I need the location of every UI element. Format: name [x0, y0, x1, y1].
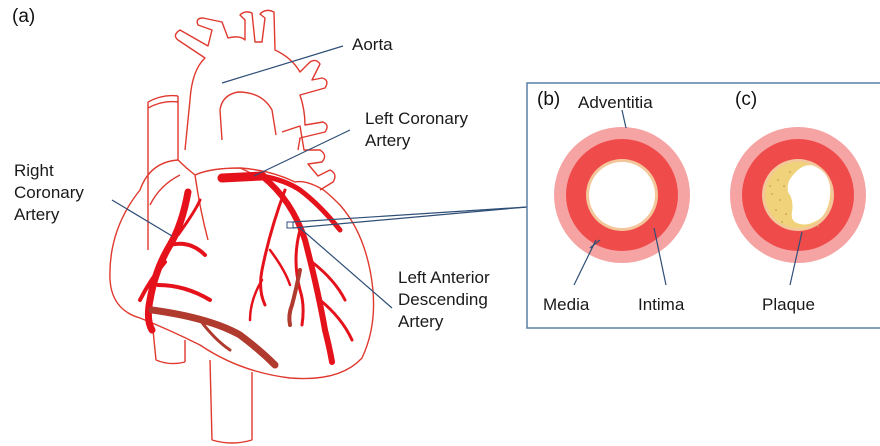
lad-label: Left Anterior Descending Artery — [398, 267, 490, 333]
panel-label-a: (a) — [12, 6, 35, 28]
left-coronary-label: Left Coronary Artery — [365, 108, 468, 152]
descending-aorta — [210, 360, 252, 443]
heart-outline — [110, 10, 374, 443]
intima-label: Intima — [638, 294, 684, 316]
panel-label-b: (b) — [537, 89, 560, 111]
adventitia-label: Adventitia — [578, 92, 653, 114]
aorta-label: Aorta — [352, 34, 393, 56]
healthy-artery-section — [554, 127, 690, 263]
aortic-arch-inner — [220, 92, 276, 140]
heart-body — [110, 160, 374, 379]
diseased-artery-section — [730, 127, 866, 263]
coronary-arteries — [140, 176, 352, 365]
panel-label-c: (c) — [735, 89, 757, 111]
superior-vena-cava — [148, 96, 178, 250]
plaque-label: Plaque — [762, 294, 815, 316]
section-marker — [287, 222, 293, 228]
aortic-arch — [175, 10, 327, 150]
right-coronary-label: Right Coronary Artery — [14, 160, 84, 226]
media-label: Media — [543, 294, 589, 316]
left-main-coronary — [222, 176, 262, 178]
